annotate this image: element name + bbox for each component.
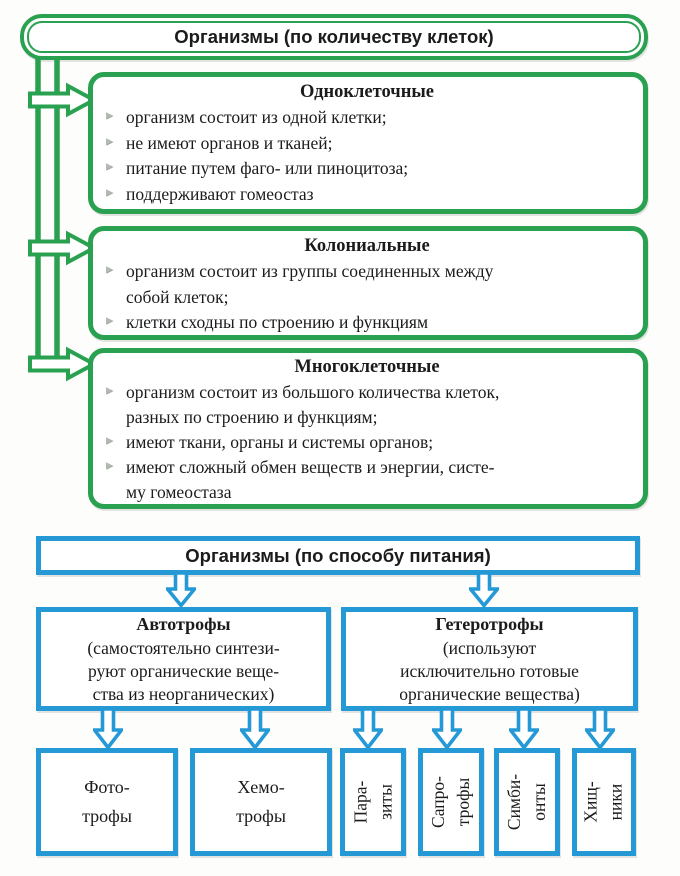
triangle-bullet-icon: ▶ [106,136,113,147]
down-arrow-shape [509,709,539,749]
desc-line: органические вещества) [399,684,580,704]
label-line: трофы [236,806,286,826]
triangle-bullet-icon: ▶ [106,111,113,121]
right-arrow-icon [28,346,99,382]
predators-label: Хищ- ники [579,781,629,822]
label-line: Симби- [504,773,524,831]
desc-line: ства из неорганических) [92,684,275,704]
desc-line: (самостоятельно синтези- [87,638,280,658]
down-arrow-shape [166,573,196,607]
triangle-bullet-icon: ▶ [106,265,113,275]
autotrophs-box: Автотрофы (самостоятельно синтези- руют … [36,607,331,711]
bullet-line: клетки сходны по строению и функциям [126,312,429,332]
bullet-line: разных по строению и функциям; [126,407,378,427]
nutrition-title: Организмы (по способу питания) [185,544,491,566]
down-arrow-shape [353,709,383,749]
bullet-line: имеют ткани, органы и системы органов; [126,432,434,452]
nutrition-title-box: Организмы (по способу питания) [36,536,640,575]
down-arrow-icon [166,573,196,607]
multicellular-title: Многоклеточные [294,357,440,377]
chemotrophs-box: Хемо- трофы [190,748,332,856]
phototrophs-box: Фото- трофы [36,748,178,856]
label-line: Пара- [349,780,370,824]
label-line: Сапро- [428,776,448,828]
down-arrow-icon [353,709,383,749]
list-item: ▶ имеют сложный обмен веществ и энергии,… [105,455,629,505]
colonial-title: Колониальные [304,236,430,256]
down-arrow-shape [585,709,615,749]
list-item: ▶ не имеют органов и тканей; [105,131,629,157]
label-line: Фото- [84,777,130,797]
down-arrow-icon [93,709,123,749]
down-arrow-icon [585,709,615,749]
triangle-bullet-icon: ▶ [106,162,113,172]
multicellular-box: Многоклеточные ▶ организм состоит из бол… [88,348,648,509]
triangle-bullet-icon: ▶ [106,386,113,396]
down-arrow-icon [469,573,499,607]
colonial-box: Колониальные ▶ организм состоит из групп… [88,226,648,340]
triangle-bullet-icon: ▶ [106,187,113,198]
bullet-line: му гомеостаза [126,482,232,502]
saprotrophs-label: Сапро- трофы [426,776,476,828]
bullet-line: поддерживают гомеостаз [126,183,314,204]
unicellular-list: ▶ организм состоит из одной клетки; ▶ не… [105,105,629,207]
predators-box: Хищ- ники [572,748,636,856]
triangle-bullet-icon: ▶ [106,436,113,446]
down-arrow-icon [509,709,539,749]
label-line: трофы [82,806,132,826]
right-arrow-icon [28,230,99,266]
label-line: трофы [453,777,473,827]
green-connector [28,58,99,382]
label-line: зиты [374,784,395,820]
cells-title-box: Организмы (по количеству клеток) [20,14,648,60]
right-arrow-icon [28,82,99,118]
label-line: Хищ- [581,781,601,823]
desc-line: (используют [442,638,537,658]
parasites-box: Пара- зиты [340,748,406,856]
symbionts-box: Симби- онты [494,748,560,856]
list-item: ▶ поддерживают гомеостаз [105,182,629,208]
triangle-bullet-icon: ▶ [106,316,113,326]
unicellular-title: Одноклеточные [299,82,435,102]
triangle-bullet-icon: ▶ [106,461,113,471]
bullet-line: собой клеток; [126,286,229,307]
down-arrow-icon [240,709,270,749]
down-arrow-shape [432,709,462,749]
heterotrophs-title: Гетеротрофы [435,614,544,634]
down-arrow-icon [432,709,462,749]
label-line: ники [606,783,626,821]
list-item: ▶ имеют ткани, органы и системы органов; [105,430,629,455]
bullet-line: организм состоит из одной клетки; [126,107,387,127]
label-line: онты [529,783,549,821]
desc-line: исключительно готовые [400,661,579,681]
list-item: ▶ питание путем фаго- или пиноцитоза; [105,156,629,182]
list-item: ▶ организм состоит из одной клетки; [105,105,629,131]
down-arrow-shape [93,709,123,749]
list-item: ▶ организм состоит из большого количеств… [105,380,629,430]
list-item: ▶ организм состоит из группы соединенных… [105,259,629,310]
symbionts-label: Симби- онты [502,774,552,830]
bullet-line: не имеют органов и тканей; [126,132,333,153]
label-line: Хемо- [237,777,285,797]
heterotrophs-box: Гетеротрофы (используют исключительно го… [341,607,638,711]
bullet-line: организм состоит из большого количества … [126,382,500,402]
desc-line: руют органические веще- [87,661,280,681]
cells-title: Организмы (по количеству клеток) [27,21,641,53]
bullet-line: питание путем фаго- или пиноцитоза; [126,158,409,178]
bullet-line: организм состоит из группы соединенных м… [126,261,494,281]
unicellular-box: Одноклеточные ▶ организм состоит из одно… [88,72,648,214]
down-arrow-shape [469,573,499,607]
list-item: ▶ клетки сходны по строению и функциям [105,310,629,336]
parasites-label: Пара- зиты [348,781,398,824]
down-arrow-shape [240,709,270,749]
colonial-list: ▶ организм состоит из группы соединенных… [105,259,629,336]
chemotrophs-label: Хемо- трофы [236,773,286,831]
autotrophs-title: Автотрофы [136,614,231,634]
bullet-line: имеют сложный обмен веществ и энергии, с… [126,457,495,477]
phototrophs-label: Фото- трофы [82,773,132,831]
saprotrophs-box: Сапро- трофы [418,748,484,856]
multicellular-list: ▶ организм состоит из большого количеств… [105,380,629,505]
